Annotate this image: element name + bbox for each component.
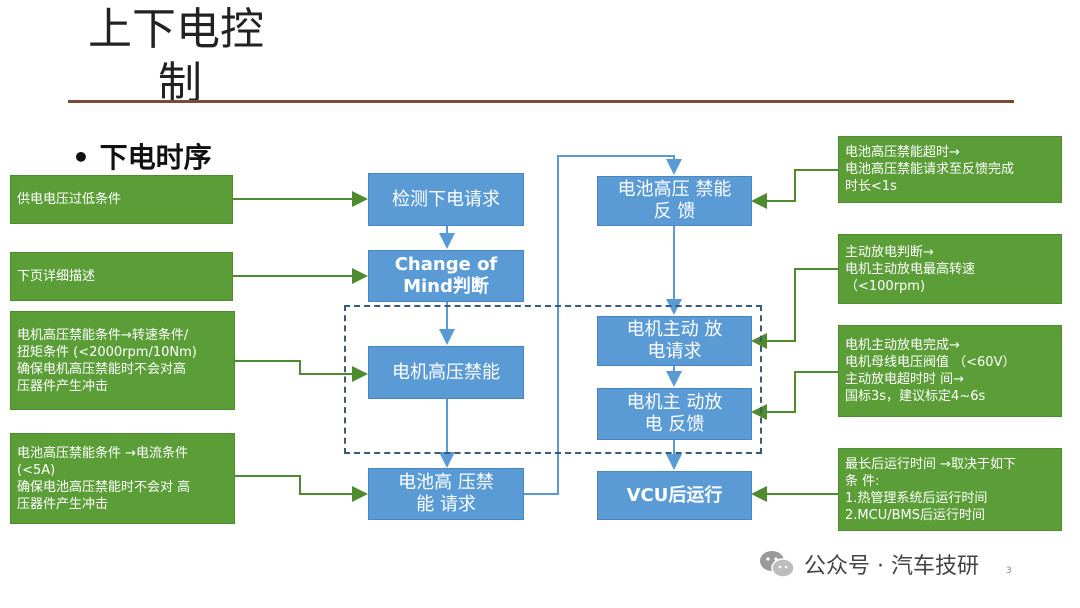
note-battery-timeout: 电池高压禁能超时→ 电池高压禁能请求至反馈完成 时长<1s [838,136,1062,203]
title-divider [68,100,1014,103]
condition-next-page: 下页详细描述 [10,252,233,301]
watermark-text: 公众号 · 汽车技研 [804,554,979,579]
arrow-judge-to-discharge [751,268,838,349]
step-detect-request: 检测下电请求 [368,173,524,226]
wechat-icon [760,551,795,578]
step-motor-discharge-request: 电机主动 放 电请求 [597,316,752,366]
note-active-discharge-done: 电机主动放电完成→ 电机母线电压阀值 （<60V） 主动放电超时时 间→ 国标3… [838,325,1062,417]
condition-supply-low: 供电电压过低条件 [10,175,233,224]
arrow-timeout-to-feedback [751,169,838,209]
note-active-discharge-judge: 主动放电判断→ 电机主动放电最高转速 （<100rpm) [838,234,1062,304]
step-vcu-after-run: VCU后运行 [597,471,752,520]
page-number: 3 [1006,566,1012,576]
step-battery-hv-request: 电池高 压禁 能 请求 [368,468,524,520]
condition-motor-hv-disable: 电机高压禁能条件→转速条件/ 扭矩条件 (<2000rpm/10Nm) 确保电机… [10,311,235,410]
wechat-watermark: 公众号 · 汽车技研 [758,548,979,580]
note-max-after-run: 最长后运行时间 →取决于如下 条 件: 1.热管理系统后运行时间 2.MCU/B… [838,448,1062,531]
flow-request-to-feedback [524,155,682,495]
arrow-motorcond-to-motor [233,360,368,382]
section-bullet: • 下电时序 [72,141,212,174]
disable-stage-frame [344,305,762,454]
step-motor-discharge-feedback: 电机主 动放 电 反馈 [597,388,752,440]
step-motor-hv-disable: 电机高压禁能 [368,346,524,399]
arrow-batterycond-to-request [233,475,368,502]
slide-title-line1: 上下电控 [88,4,264,55]
condition-battery-hv-disable: 电池高压禁能条件 →电流条件 (<5A) 确保电池高压禁能时不会对 高 压器件产… [10,433,235,524]
step-battery-hv-feedback: 电池高压 禁能 反 馈 [597,176,752,226]
arrow-done-to-dfeedback [751,371,838,420]
step-change-of-mind: Change of Mind判断 [368,250,524,302]
